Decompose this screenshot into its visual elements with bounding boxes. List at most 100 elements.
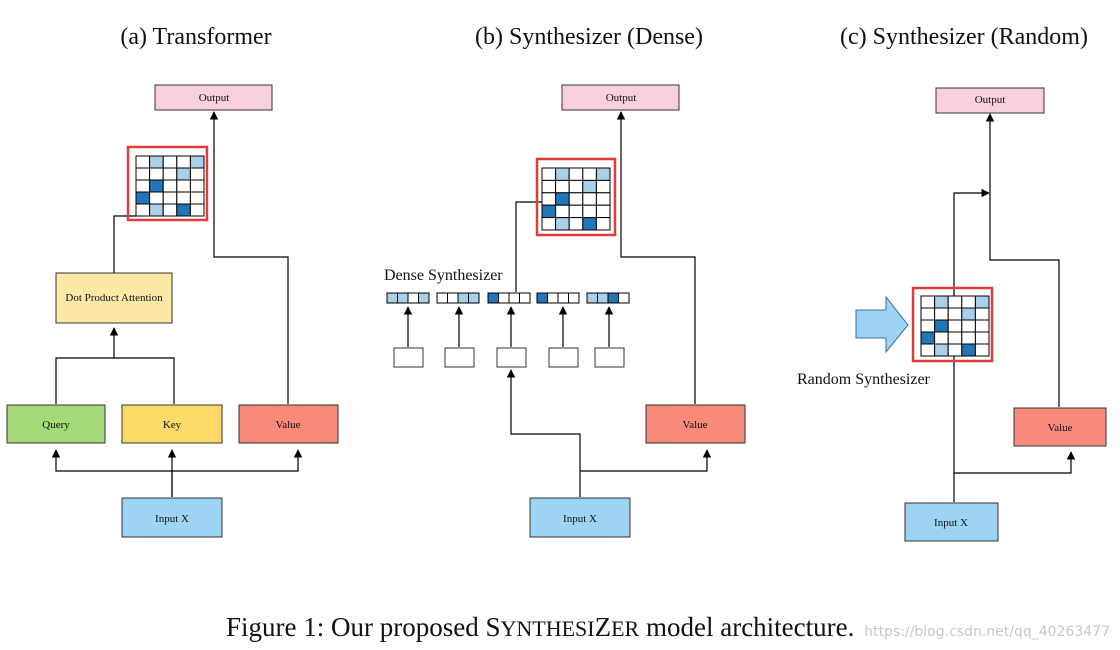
- matrix-cell: [189, 179, 205, 193]
- output-box: [935, 87, 1045, 114]
- attention-matrix: [920, 295, 990, 357]
- matrix-cell: [595, 192, 611, 206]
- dot-product-attention-label: Dot Product Attention: [65, 292, 163, 304]
- input-x-label: Input X: [155, 513, 189, 525]
- dense-row-cell: [468, 292, 480, 304]
- dense-row-cell: [519, 292, 531, 304]
- matrix-cell: [162, 155, 178, 169]
- matrix-cell: [582, 192, 597, 206]
- matrix-cell: [974, 295, 990, 309]
- matrix-cell: [582, 204, 597, 219]
- query-label: Query: [42, 419, 70, 431]
- panel-a-title: (a) Transformer: [120, 24, 271, 50]
- input-x-box: [121, 497, 223, 538]
- matrix-cell: [947, 331, 963, 345]
- query-box: [6, 404, 106, 444]
- dense-row-cell: [487, 292, 499, 304]
- dense-row-cell: [498, 292, 510, 304]
- matrix-cell: [947, 307, 963, 321]
- matrix-cell: [555, 167, 570, 181]
- input-x-label: Input X: [934, 517, 968, 529]
- matrix-cell: [920, 331, 936, 345]
- projection-box: [594, 347, 625, 368]
- matrix-highlight: [535, 157, 617, 237]
- matrix-cell: [162, 203, 178, 217]
- attention-matrix: [135, 155, 205, 217]
- matrix-cell: [149, 203, 164, 217]
- matrix-cell: [541, 217, 557, 231]
- random-arrow-icon: [855, 295, 909, 354]
- matrix-cell: [541, 179, 557, 194]
- matrix-cell: [149, 167, 164, 181]
- value-label: Value: [1047, 422, 1072, 434]
- matrix-cell: [176, 179, 191, 193]
- matrix-cell: [582, 217, 597, 231]
- matrix-cell: [582, 179, 597, 194]
- matrix-cell: [189, 167, 205, 181]
- input-x-box: [529, 497, 631, 538]
- matrix-highlight: [126, 145, 209, 222]
- matrix-cell: [961, 331, 976, 345]
- matrix-cell: [568, 192, 584, 206]
- matrix-cell: [920, 343, 936, 357]
- matrix-cell: [920, 295, 936, 309]
- matrix-cell: [135, 203, 151, 217]
- matrix-cell: [555, 192, 570, 206]
- dense-row-cell: [536, 292, 548, 304]
- matrix-cell: [162, 167, 178, 181]
- matrix-cell: [135, 155, 151, 169]
- dense-row-cell: [418, 292, 430, 304]
- dense-row-cell: [436, 292, 448, 304]
- value-box: [645, 404, 746, 444]
- matrix-cell: [555, 217, 570, 231]
- matrix-cell: [961, 307, 976, 321]
- matrix-cell: [582, 167, 597, 181]
- matrix-cell: [176, 191, 191, 205]
- matrix-cell: [920, 307, 936, 321]
- matrix-cell: [595, 204, 611, 219]
- matrix-cell: [947, 319, 963, 333]
- dense-row-cell: [447, 292, 459, 304]
- dense-row-cell: [618, 292, 630, 304]
- matrix-cell: [595, 167, 611, 181]
- output-box: [154, 84, 273, 111]
- dense-row-cell: [508, 292, 520, 304]
- dense-row-cell: [547, 292, 559, 304]
- matrix-cell: [162, 191, 178, 205]
- matrix-cell: [568, 179, 584, 194]
- matrix-cell: [176, 167, 191, 181]
- input-x-label: Input X: [563, 513, 597, 525]
- matrix-cell: [934, 307, 949, 321]
- value-label: Value: [275, 419, 300, 431]
- dense-row-cell: [457, 292, 469, 304]
- dense-row-cell: [568, 292, 580, 304]
- matrix-cell: [595, 217, 611, 231]
- matrix-cell: [555, 179, 570, 194]
- matrix-cell: [934, 319, 949, 333]
- output-label: Output: [975, 94, 1006, 106]
- matrix-cell: [541, 204, 557, 219]
- matrix-cell: [568, 167, 584, 181]
- panel-b: Output Dense Synthesizer Value Input X: [384, 84, 746, 538]
- matrix-cell: [149, 191, 164, 205]
- projection-box: [496, 347, 527, 368]
- matrix-cell: [974, 319, 990, 333]
- attention-matrix: [541, 167, 611, 231]
- value-box: [1013, 407, 1107, 447]
- matrix-cell: [162, 179, 178, 193]
- projection-box: [393, 347, 424, 368]
- matrix-cell: [189, 203, 205, 217]
- matrix-cell: [189, 155, 205, 169]
- matrix-cell: [568, 217, 584, 231]
- panel-b-title: (b) Synthesizer (Dense): [475, 24, 703, 50]
- matrix-cell: [541, 167, 557, 181]
- dense-synthesizer-rows: [386, 292, 630, 304]
- matrix-cell: [135, 191, 151, 205]
- dense-row-cell: [397, 292, 409, 304]
- watermark: https://blog.csdn.net/qq_40263477: [864, 624, 1110, 640]
- dot-product-attention-box: [55, 272, 173, 324]
- matrix-cell: [961, 295, 976, 309]
- matrix-cell: [568, 204, 584, 219]
- matrix-highlight: [911, 286, 994, 363]
